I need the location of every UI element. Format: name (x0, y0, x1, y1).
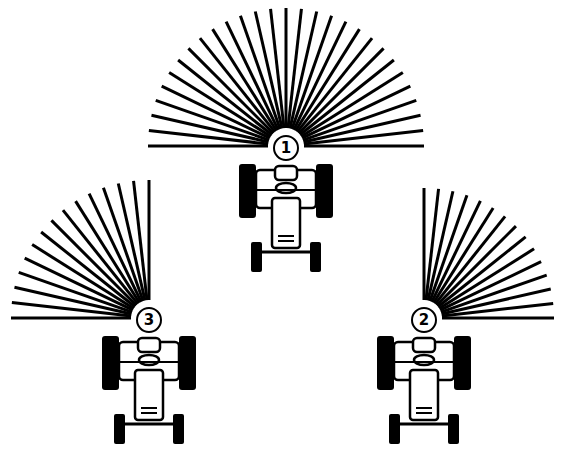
spray-stroke (11, 317, 131, 320)
callout-number: 2 (419, 313, 429, 328)
spray-stroke (271, 9, 284, 128)
spray-stroke (301, 73, 403, 137)
spray-fan (11, 180, 149, 318)
callout-number: 1 (281, 141, 291, 156)
spray-stroke (304, 131, 423, 144)
spray-fan (148, 8, 424, 146)
callout-number: 3 (144, 313, 154, 328)
tractor (239, 164, 333, 272)
tractor (377, 336, 471, 444)
spray-stroke (134, 181, 147, 300)
spray-stroke (423, 188, 426, 300)
spray-stroke (442, 317, 554, 320)
spray-stroke (285, 8, 288, 128)
callout-circle: 2 (411, 307, 437, 333)
spray-stroke (442, 303, 553, 316)
spray-stroke (304, 145, 424, 148)
spray-stroke (148, 180, 151, 300)
callout-circle: 1 (273, 135, 299, 161)
spray-fan (424, 188, 554, 318)
spray-stroke (213, 29, 277, 131)
spray-stroke (439, 249, 534, 309)
spray-stroke (76, 201, 140, 303)
tractor (102, 336, 196, 444)
spray-stroke (148, 145, 268, 148)
callout-circle: 3 (136, 307, 162, 333)
